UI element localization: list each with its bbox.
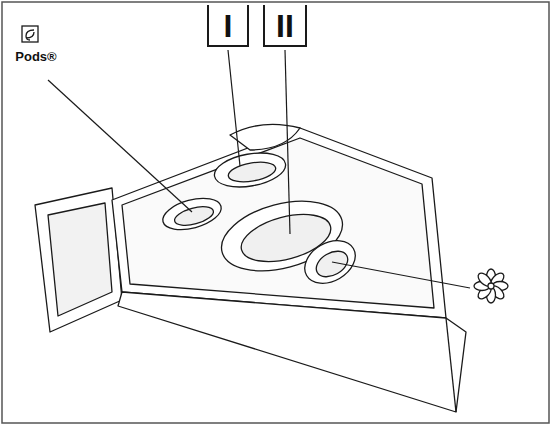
pods-compartment bbox=[159, 193, 224, 236]
compartment-one bbox=[212, 148, 288, 192]
symbol-bracket bbox=[208, 5, 248, 46]
symbol-bracket bbox=[264, 5, 306, 46]
label-text: Pods® bbox=[15, 49, 56, 64]
leader-line bbox=[332, 262, 470, 288]
drawer-tub bbox=[112, 128, 446, 318]
rear-lip bbox=[230, 124, 300, 150]
compartment-symbol: I bbox=[224, 10, 233, 42]
leader-line bbox=[48, 80, 192, 212]
label-text: I bbox=[224, 8, 233, 44]
leader-line bbox=[285, 50, 290, 234]
label-text: II bbox=[276, 8, 294, 44]
softener-symbol bbox=[474, 269, 508, 303]
compartment-one-well bbox=[227, 159, 277, 185]
softener-compartment bbox=[297, 232, 363, 292]
drawer-rim bbox=[122, 138, 434, 308]
pods-icon bbox=[22, 26, 38, 42]
machine-housing bbox=[35, 188, 122, 332]
compartment-symbol: II bbox=[276, 10, 294, 42]
housing-slot bbox=[48, 203, 112, 316]
front-edge bbox=[446, 318, 456, 412]
compartment-label: Pods® bbox=[15, 50, 56, 63]
drawer-front bbox=[118, 292, 466, 412]
pods-well bbox=[173, 203, 216, 229]
softener-well bbox=[312, 246, 352, 282]
leader-line bbox=[228, 50, 240, 166]
